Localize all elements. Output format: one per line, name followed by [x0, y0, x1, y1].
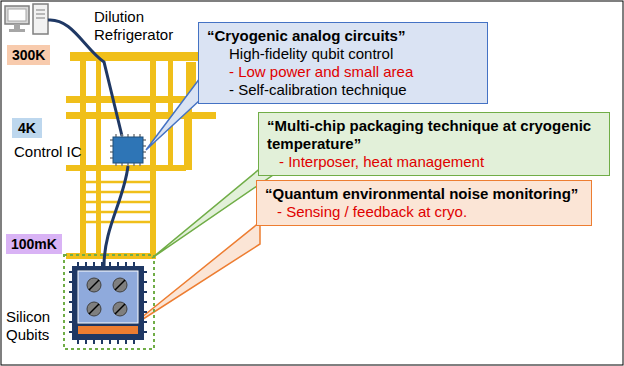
- callout-heading: 300K: [12, 46, 45, 64]
- callout-pointer: [126, 222, 260, 330]
- computer-icon: [5, 4, 48, 34]
- equipment-label: Dilution Refrigerator: [94, 8, 174, 44]
- callout-box: “Multi-chip packaging technique at cryog…: [258, 112, 610, 176]
- component-label: Silicon Qubits: [6, 308, 64, 344]
- callout-heading: “Cryogenic analog circuits”: [207, 27, 479, 45]
- callout-text: - Self-calibration technique: [207, 81, 479, 99]
- temperature-tag: 4K: [12, 118, 42, 138]
- callout-heading: 100mK: [11, 235, 57, 253]
- callout-pointer: [146, 78, 200, 150]
- callout-text: - Interposer, heat management: [267, 153, 601, 171]
- control-ic-chip: [110, 134, 146, 166]
- package-boundary: [64, 255, 154, 349]
- qubit-chip: [69, 262, 147, 344]
- temperature-tag: 100mK: [6, 234, 62, 254]
- callout-box: “Quantum environmental noise monitoring”…: [256, 180, 592, 226]
- callout-heading: 4K: [18, 119, 36, 137]
- callout-text: - Low power and small area: [207, 63, 479, 81]
- callout-text: High-fidelity qubit control: [207, 45, 479, 63]
- callout-text: - Sensing / feedback at cryo.: [265, 203, 583, 221]
- callout-heading: “Quantum environmental noise monitoring”: [265, 185, 583, 203]
- temperature-tag: 300K: [7, 45, 50, 65]
- component-label: Control IC: [14, 143, 82, 161]
- callout-box: “Cryogenic analog circuits”High-fidelity…: [198, 22, 488, 104]
- callout-heading: “Multi-chip packaging technique at cryog…: [267, 117, 601, 153]
